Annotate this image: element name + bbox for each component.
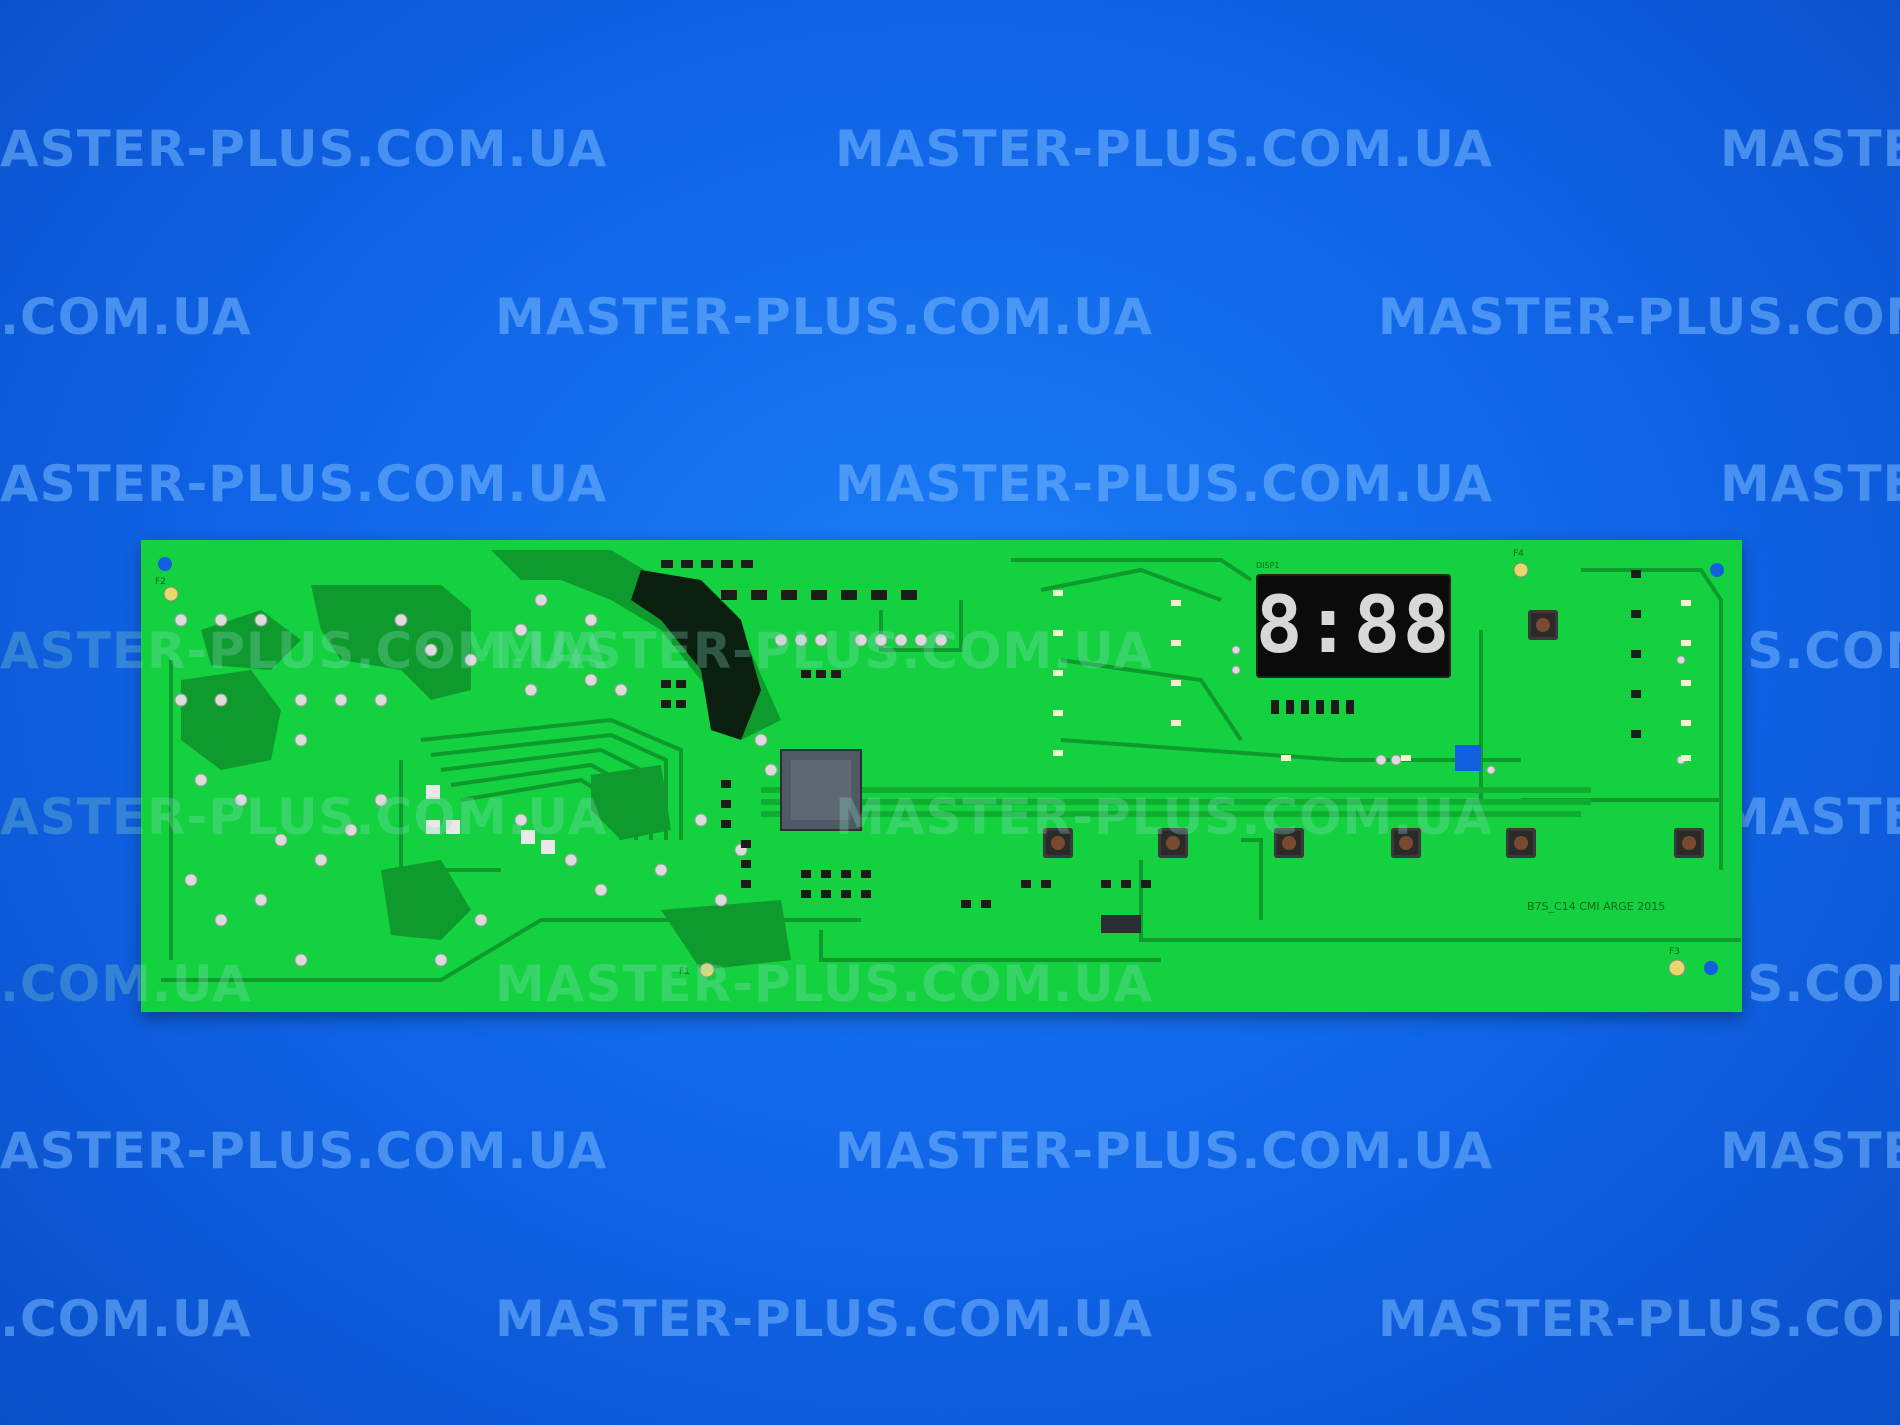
silk-pads: [426, 785, 555, 854]
driver-ic: [1101, 915, 1141, 933]
fiducials: [158, 557, 1724, 978]
watermark-text: .COM.UA: [0, 288, 252, 346]
pcb-traces-art: F2 F1 F3 F4 DISP1: [155, 549, 1741, 982]
fuse-label: F1: [679, 967, 690, 977]
display-readout: 8:88: [1255, 581, 1452, 671]
fuse-label: F4: [1513, 549, 1524, 559]
solder-pads: [174, 593, 1686, 967]
board-marking: B7S_C14 CMI ARGE 2015: [1527, 900, 1666, 913]
watermark-text: MASTER-PLUS.COM: [1378, 288, 1900, 346]
watermark-text: MASTER-PLUS.COM.UA: [835, 120, 1494, 178]
watermark-text: ASTER-PLUS.COM.UA: [0, 455, 608, 513]
fuse-label: F2: [155, 577, 166, 587]
tactile-button[interactable]: [1674, 828, 1704, 858]
watermark-text: .COM.UA: [0, 1290, 252, 1348]
tactile-button[interactable]: [1274, 828, 1304, 858]
watermark-text: ASTER-PLUS.COM.UA: [0, 120, 608, 178]
smd-components: [661, 560, 1641, 908]
seven-segment-display: 8:88: [1256, 574, 1451, 678]
watermark-text: MASTE: [1720, 120, 1900, 178]
tactile-button[interactable]: [1043, 828, 1073, 858]
watermark-text: MASTER-PLUS.COM: [1378, 1290, 1900, 1348]
tactile-button[interactable]: [1506, 828, 1536, 858]
watermark-text: MASTE: [1720, 788, 1900, 846]
watermark-text: MASTER-PLUS.COM.UA: [835, 455, 1494, 513]
tactile-button[interactable]: [1528, 610, 1558, 640]
mcu-chip: [780, 749, 862, 831]
watermark-text: MASTER-PLUS.COM.UA: [835, 1122, 1494, 1180]
watermark-text: MASTE: [1720, 455, 1900, 513]
tactile-button[interactable]: [1158, 828, 1188, 858]
tactile-button[interactable]: [1391, 828, 1421, 858]
led-pads: [1053, 590, 1691, 761]
black-region: [631, 570, 761, 740]
watermark-text: MASTER-PLUS.COM.UA: [495, 1290, 1154, 1348]
watermark-text: MASTE: [1720, 1122, 1900, 1180]
pcb-board: F2 F1 F3 F4 DISP1 8:88 B7S_C14 CMI ARGE …: [141, 540, 1742, 1012]
watermark-text: MASTER-PLUS.COM.UA: [495, 288, 1154, 346]
watermark-text: ASTER-PLUS.COM.UA: [0, 1122, 608, 1180]
display-silk-label: DISP1: [1256, 561, 1280, 570]
wide-bus: [761, 787, 1591, 817]
fuse-label: F3: [1669, 947, 1680, 957]
